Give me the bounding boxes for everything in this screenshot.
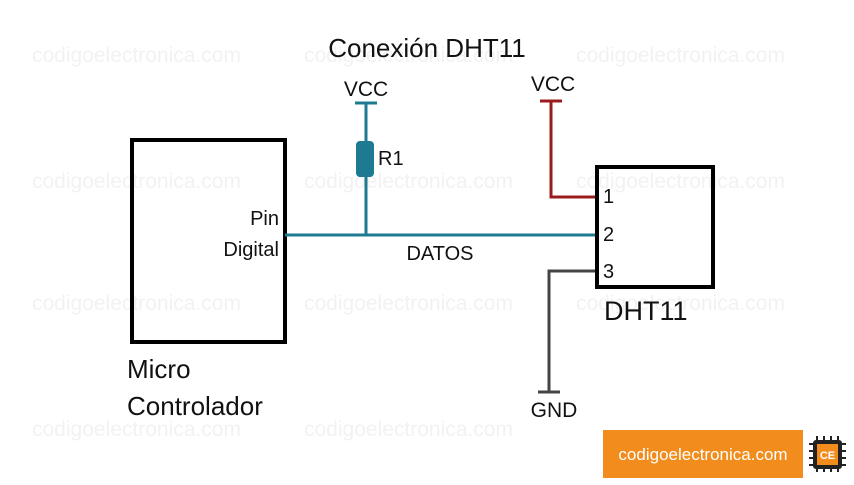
watermark: codigoelectronica.com	[576, 44, 785, 67]
resistor-label: R1	[378, 148, 404, 170]
microcontroller-label-line2: Controlador	[127, 391, 263, 421]
chip-logo-icon: CE	[803, 430, 854, 478]
watermark-grid: codigoelectronica.com codigoelectronica.…	[32, 44, 785, 441]
watermark: codigoelectronica.com	[32, 44, 241, 67]
dht11-pin-2: 2	[603, 224, 614, 246]
dht11-box	[595, 165, 715, 289]
diagram-title: Conexión DHT11	[328, 33, 526, 63]
chip-logo-letters: CE	[820, 450, 835, 462]
pin-digital-label-line2: Digital	[223, 239, 279, 261]
dht11-pin-1: 1	[603, 186, 614, 208]
watermark: codigoelectronica.com	[32, 418, 241, 441]
dht11-pin-3: 3	[603, 261, 614, 283]
brand-banner	[603, 430, 803, 478]
microcontroller-box	[130, 138, 287, 344]
watermark: codigoelectronica.com	[576, 170, 785, 193]
watermark: codigoelectronica.com	[304, 44, 513, 67]
microcontroller-label-line1: Micro	[127, 354, 191, 384]
watermark: codigoelectronica.com	[32, 292, 241, 315]
dht11-label: DHT11	[604, 296, 688, 326]
brand-text: codigoelectronica.com	[618, 445, 787, 464]
sensor-vcc-wire	[549, 101, 597, 199]
resistor-vcc-label: VCC	[344, 78, 388, 101]
watermark: codigoelectronica.com	[304, 418, 513, 441]
watermark: codigoelectronica.com	[304, 170, 513, 193]
watermark: codigoelectronica.com	[32, 170, 241, 193]
pin-digital-label-line1: Pin	[250, 208, 279, 230]
sensor-vcc-label: VCC	[531, 73, 575, 96]
watermark: codigoelectronica.com	[576, 292, 785, 315]
data-line-label: DATOS	[406, 243, 473, 265]
gnd-label: GND	[531, 399, 578, 422]
sensor-gnd-wire	[547, 269, 597, 392]
resistor-r1	[356, 141, 374, 177]
watermark: codigoelectronica.com	[304, 292, 513, 315]
